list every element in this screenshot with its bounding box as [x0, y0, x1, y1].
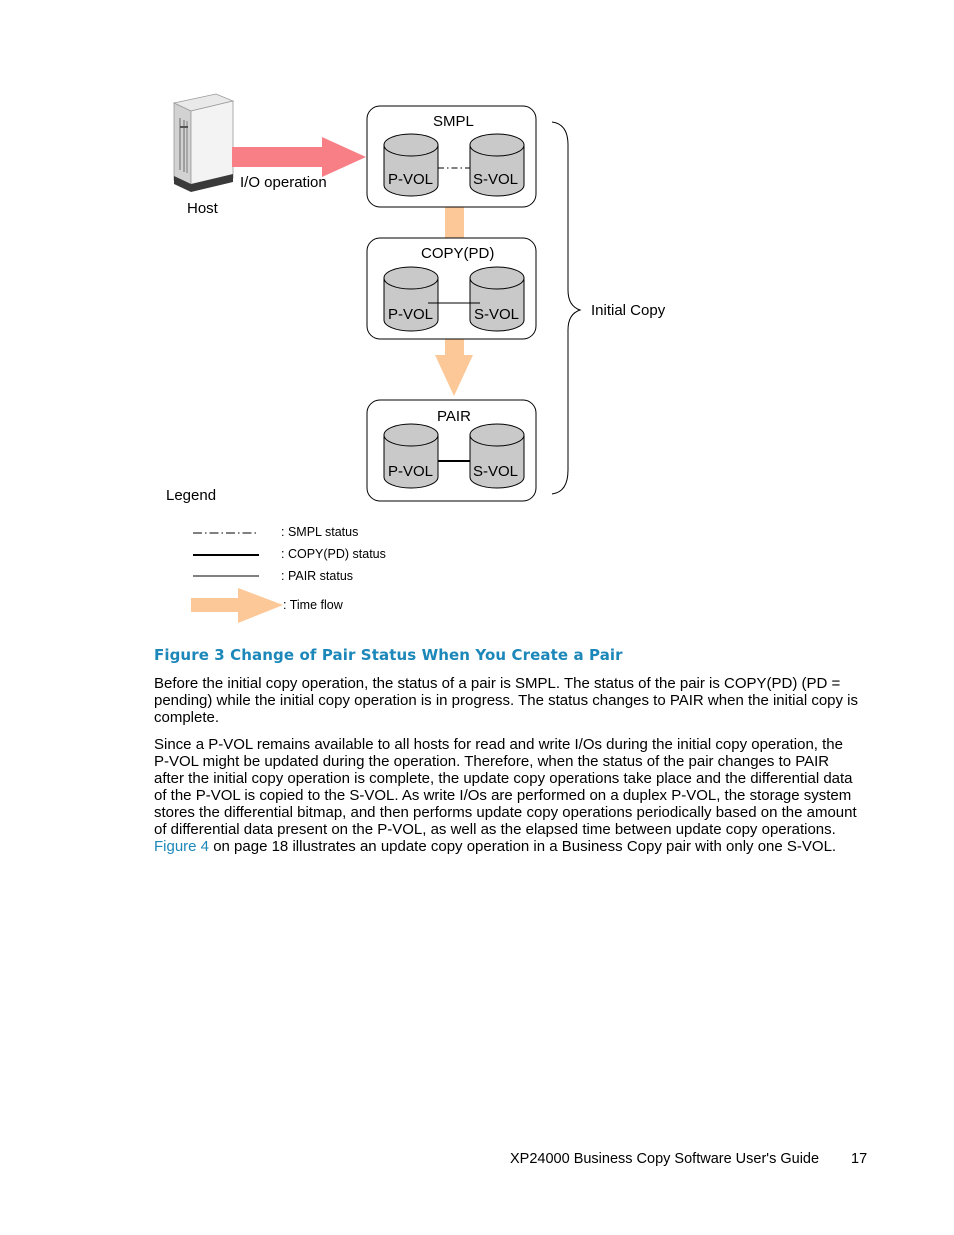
pvol-disk-icon — [383, 133, 439, 197]
state-box-smpl: SMPL P-VOL S-VOL — [366, 105, 537, 208]
legend-title: Legend — [166, 487, 216, 504]
initial-copy-brace — [551, 121, 582, 495]
io-operation-label: I/O operation — [240, 174, 327, 191]
paragraph-1: Before the initial copy operation, the s… — [154, 675, 859, 726]
figure-caption: Figure 3 Change of Pair Status When You … — [154, 646, 623, 664]
pvol-label: P-VOL — [388, 306, 433, 323]
state-box-pair: PAIR P-VOL S-VOL — [366, 399, 537, 502]
pvol-label: P-VOL — [388, 463, 433, 480]
svol-disk-icon — [469, 133, 525, 197]
figure-4-link[interactable]: Figure 4 — [154, 838, 210, 855]
legend-copy-pd-label: : COPY(PD) status — [281, 547, 386, 561]
time-flow-arrow — [435, 339, 473, 396]
footer-guide-title: XP24000 Business Copy Software User's Gu… — [510, 1151, 820, 1167]
svol-disk-icon — [469, 266, 525, 332]
page-number: 17 — [851, 1151, 868, 1167]
state-name: SMPL — [433, 113, 474, 130]
legend-time-flow-arrow — [191, 588, 283, 623]
time-flow-connector — [445, 207, 464, 238]
pvol-disk-icon — [383, 423, 439, 489]
svol-label: S-VOL — [474, 306, 519, 323]
paragraph-2: Since a P-VOL remains available to all h… — [154, 736, 862, 855]
state-box-copy-pd: COPY(PD) P-VOL S-VOL — [366, 237, 537, 340]
paragraph-2-text: Since a P-VOL remains available to all h… — [154, 736, 857, 838]
io-operation-arrow — [232, 137, 366, 177]
legend-pair-label: : PAIR status — [281, 569, 353, 583]
pvol-disk-icon — [383, 266, 439, 332]
host-label: Host — [187, 200, 219, 217]
paragraph-2-tail: on page 18 illustrates an update copy op… — [213, 838, 837, 855]
legend-time-flow-label: : Time flow — [283, 598, 344, 612]
svol-label: S-VOL — [473, 171, 518, 188]
legend-smpl-label: : SMPL status — [281, 525, 358, 539]
svol-label: S-VOL — [473, 463, 518, 480]
pair-status-diagram: Host I/O operation SMPL P-VOL S-VOL COPY… — [166, 93, 666, 623]
host-server-icon — [172, 93, 235, 192]
svol-disk-icon — [469, 423, 525, 489]
initial-copy-label: Initial Copy — [591, 302, 666, 319]
pvol-label: P-VOL — [388, 171, 433, 188]
state-name: PAIR — [437, 408, 471, 425]
state-name: COPY(PD) — [421, 245, 494, 262]
